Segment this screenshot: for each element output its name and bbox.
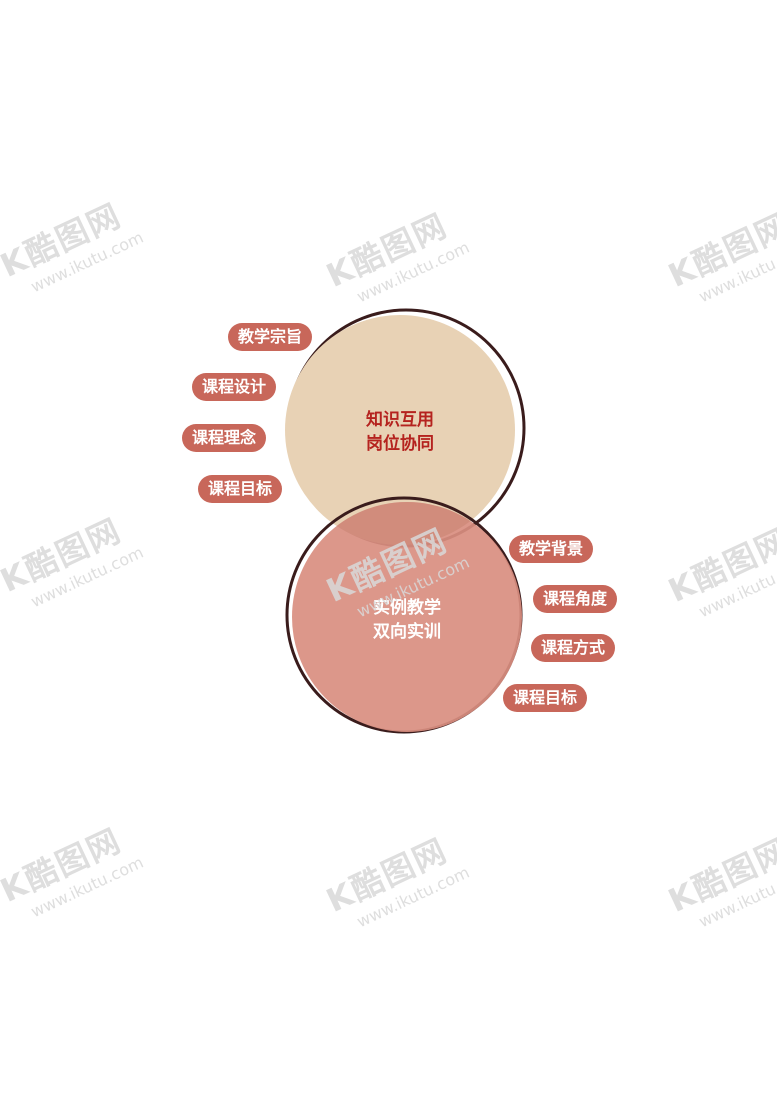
right-tag-4: 课程目标 [503,684,588,712]
right-tag-1: 教学背景 [509,535,594,563]
top-circle-label: 知识互用 岗位协同 [340,408,460,456]
bottom-circle-line1: 实例教学 [373,598,441,618]
right-tag-2: 课程角度 [533,585,618,613]
left-tag-1: 教学宗旨 [228,323,313,351]
bottom-circle-line2: 双向实训 [373,622,441,642]
left-tag-4: 课程目标 [198,475,283,503]
bottom-circle [292,502,522,732]
bottom-circle-label: 实例教学 双向实训 [347,596,467,644]
top-circle-line2: 岗位协同 [366,434,434,454]
left-tag-3: 课程理念 [182,424,267,452]
top-circle [285,315,515,545]
right-tag-3: 课程方式 [531,634,616,662]
top-circle-line1: 知识互用 [366,410,434,430]
left-tag-2: 课程设计 [192,373,277,401]
